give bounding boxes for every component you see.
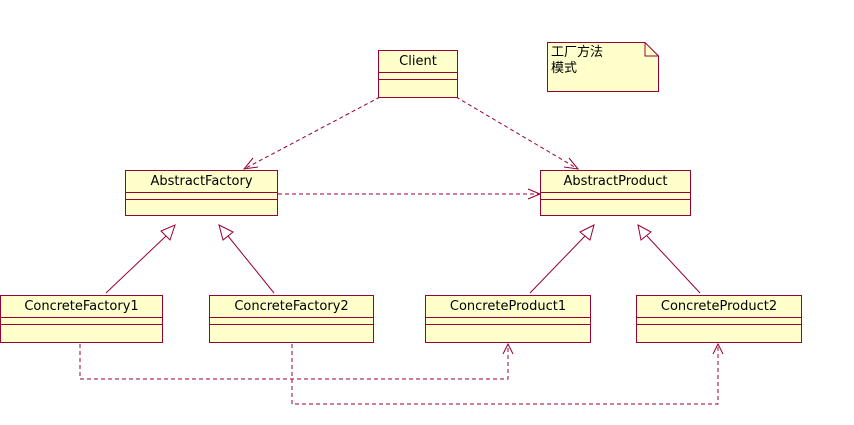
class-name: ConcreteProduct2: [660, 299, 778, 314]
dependency-concretefactory2-concreteproduct2: [291, 342, 724, 405]
generalization-concreteproduct1: [529, 224, 595, 294]
note-shape: [547, 42, 659, 92]
attributes-section: [379, 72, 457, 79]
note-line-2: 模式: [551, 61, 578, 76]
dependency-concretefactory1-concreteproduct1: [79, 342, 514, 380]
attributes-section: [637, 317, 801, 324]
operations-section: [126, 199, 277, 206]
attributes-section: [426, 317, 590, 324]
operations-section: [379, 79, 457, 86]
operations-section: [1, 324, 162, 331]
attributes-section: [210, 317, 373, 324]
note-line-1: 工厂方法: [551, 45, 604, 60]
generalization-concreteproduct2: [637, 224, 701, 294]
class-name: ConcreteFactory1: [24, 299, 139, 314]
dependency-client-abstractfactory: [242, 96, 381, 170]
generalization-concretefactory2: [218, 224, 275, 294]
attributes-section: [1, 317, 162, 324]
operations-section: [426, 324, 590, 331]
attributes-section: [541, 192, 690, 199]
generalization-concretefactory1: [105, 224, 176, 294]
class-abstract-product[interactable]: AbstractProduct: [540, 170, 691, 216]
class-client[interactable]: Client: [378, 50, 458, 98]
class-concrete-factory-1[interactable]: ConcreteFactory1: [0, 295, 163, 343]
class-abstract-factory[interactable]: AbstractFactory: [125, 170, 278, 216]
class-name: ConcreteFactory2: [234, 299, 349, 314]
note-text: 工厂方法 模式: [551, 45, 659, 77]
operations-section: [541, 199, 690, 206]
operations-section: [637, 324, 801, 331]
diagram-note: 工厂方法 模式: [547, 42, 659, 92]
operations-section: [210, 324, 373, 331]
attributes-section: [126, 192, 277, 199]
dependency-abstractfactory-abstractproduct: [278, 188, 542, 200]
class-name: ConcreteProduct1: [449, 299, 567, 314]
class-name: AbstractFactory: [150, 174, 253, 189]
class-concrete-product-1[interactable]: ConcreteProduct1: [425, 295, 591, 343]
class-concrete-product-2[interactable]: ConcreteProduct2: [636, 295, 802, 343]
class-name: AbstractProduct: [563, 174, 668, 189]
class-concrete-factory-2[interactable]: ConcreteFactory2: [209, 295, 374, 343]
class-name: Client: [399, 54, 437, 69]
dependency-client-abstractproduct: [455, 96, 580, 170]
